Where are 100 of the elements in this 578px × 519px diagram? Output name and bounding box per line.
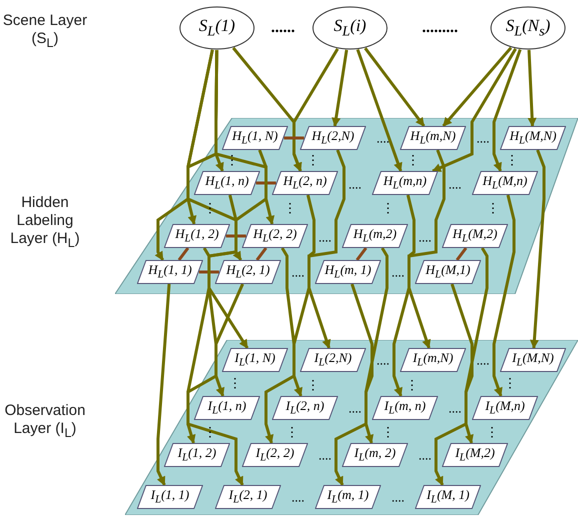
scene-node bbox=[179, 6, 255, 50]
ellipsis-dots: .... bbox=[376, 132, 390, 144]
variable-label: H$_{L}$(M,2) bbox=[452, 227, 498, 245]
ellipsis-dots: .... bbox=[476, 354, 490, 366]
variable-label: H$_{L}$(2, n) bbox=[283, 174, 327, 192]
ellipsis-dots: .... bbox=[318, 230, 332, 244]
variable-label: H$_{L}$(M,1) bbox=[426, 263, 470, 281]
link-line bbox=[284, 136, 304, 140]
variable-label: I$_{L}$(1, n) bbox=[208, 399, 246, 417]
arrow bbox=[292, 48, 339, 172]
ellipsis-dots: ⋮ bbox=[306, 154, 320, 166]
arrow bbox=[208, 194, 238, 397]
link-line bbox=[226, 234, 246, 238]
ellipsis-dots: ⋮ bbox=[504, 376, 516, 390]
arrow bbox=[364, 247, 388, 444]
ellipsis-dots: .... bbox=[348, 178, 362, 190]
arrow bbox=[492, 49, 522, 172]
variable-label: H$_{L}$(1, 2) bbox=[175, 227, 219, 245]
arrow bbox=[464, 247, 488, 444]
ellipsis-dots: .... bbox=[392, 266, 404, 278]
ellipsis-dots: ⋮ bbox=[228, 376, 242, 390]
ellipsis-dots: .... bbox=[392, 490, 404, 504]
ellipsis-dots: ⋮ bbox=[382, 426, 394, 438]
link-line bbox=[199, 270, 219, 274]
ellipsis-dots: ⋮ bbox=[226, 154, 238, 166]
ellipsis-dots: ⋮ bbox=[284, 202, 296, 214]
arrow bbox=[442, 46, 512, 127]
variable-label: I$_{L}$(2, 1) bbox=[228, 488, 268, 506]
variable-label: I$_{L}$(2,N) bbox=[314, 351, 352, 369]
variable-label: H$_{L}$(m,N) bbox=[410, 129, 456, 147]
variable-label: I$_{L}$(M, 1) bbox=[426, 488, 470, 506]
scene-node bbox=[312, 6, 388, 50]
ellipsis-dots: ⋮ bbox=[286, 426, 298, 438]
arrow bbox=[392, 194, 416, 397]
ellipsis-dots: ⋮ bbox=[406, 154, 420, 166]
ellipsis-dots: ⋮ bbox=[204, 202, 216, 214]
layer-plane bbox=[115, 118, 578, 294]
variable-label: H$_{L}$(1, N) bbox=[232, 129, 278, 147]
ellipsis-dots: .... bbox=[476, 132, 490, 144]
arrow bbox=[308, 149, 346, 349]
ellipsis-dots: .... bbox=[292, 266, 304, 278]
arrow bbox=[332, 50, 348, 127]
link-line bbox=[456, 247, 468, 261]
layer-plane bbox=[125, 340, 578, 515]
variable-label: I$_{L}$(1, N) bbox=[234, 351, 276, 369]
ellipsis-dots: .... bbox=[418, 448, 432, 462]
arrow bbox=[186, 50, 214, 225]
arrow bbox=[364, 47, 426, 127]
arrow bbox=[408, 149, 446, 349]
ellipsis-dots: .... bbox=[376, 354, 390, 366]
ellipsis-dots: ...... bbox=[271, 20, 295, 36]
arrow bbox=[186, 283, 244, 486]
variable-label: I$_{L}$(2, 2) bbox=[256, 446, 294, 464]
ellipsis-dots: .... bbox=[318, 448, 332, 462]
arrow bbox=[530, 149, 546, 349]
variable-label: H$_{L}$(2, 1) bbox=[226, 263, 270, 281]
arrow bbox=[214, 50, 275, 225]
ellipsis-dots: ⋮ bbox=[306, 378, 320, 392]
ellipsis-dots: ⋮ bbox=[204, 426, 216, 438]
arrow bbox=[156, 284, 171, 486]
variable-label: I$_{L}$(m,N) bbox=[412, 351, 454, 369]
variable-label: I$_{L}$(1, 2) bbox=[178, 446, 216, 464]
ellipsis-dots: ⋮ bbox=[406, 378, 418, 392]
link-line bbox=[178, 247, 190, 261]
variable-label: H$_{L}$(m,n) bbox=[383, 174, 427, 192]
ellipsis-dots: .... bbox=[448, 178, 462, 190]
link-line bbox=[256, 247, 268, 261]
ellipsis-dots: ......... bbox=[422, 20, 458, 36]
arrow bbox=[528, 50, 537, 127]
variable-label: H$_{L}$(m,2) bbox=[353, 227, 397, 245]
variable-label: H$_{L}$(M,N) bbox=[510, 129, 556, 147]
variable-label: S$_{L}$(1) bbox=[198, 17, 236, 39]
arrow bbox=[292, 194, 316, 397]
variable-label: H$_{L}$(1, n) bbox=[205, 174, 249, 192]
variable-label: S$_{L}$(i) bbox=[334, 17, 366, 39]
variable-label: I$_{L}$(M,N) bbox=[512, 351, 554, 369]
arrow bbox=[264, 247, 296, 444]
variable-label: I$_{L}$(M,2) bbox=[455, 446, 495, 464]
arrow bbox=[432, 48, 517, 172]
variable-label: S$_{L}$(N$_{s}$) bbox=[506, 17, 550, 39]
variable-label: I$_{L}$(m, n) bbox=[384, 399, 426, 417]
ellipsis-dots: ⋮ bbox=[382, 202, 394, 214]
ellipsis-dots: .... bbox=[418, 230, 432, 244]
variable-label: H$_{L}$(1, 1) bbox=[148, 263, 192, 281]
variable-label: H$_{L}$(m, 1) bbox=[324, 263, 372, 281]
variable-label: I$_{L}$(m, 1) bbox=[327, 488, 369, 506]
layer-label: Observation Layer (I$_{L}$) bbox=[4, 402, 86, 442]
ellipsis-dots: .... bbox=[448, 402, 462, 414]
scene-node bbox=[490, 6, 566, 50]
arrow bbox=[492, 194, 516, 397]
variable-label: I$_{L}$(2, n) bbox=[286, 399, 324, 417]
variable-label: H$_{L}$(M,n) bbox=[482, 174, 528, 192]
ellipsis-dots: .... bbox=[348, 402, 362, 414]
layer-label: Scene Layer (S$_{L}$) bbox=[2, 12, 88, 52]
variable-label: I$_{L}$(M,n) bbox=[485, 399, 525, 417]
ellipsis-dots: ⋮ bbox=[506, 154, 518, 166]
link-line bbox=[256, 182, 276, 184]
link-line bbox=[356, 247, 368, 261]
variable-label: H$_{L}$(2,N) bbox=[312, 129, 354, 147]
arrow bbox=[208, 149, 268, 349]
